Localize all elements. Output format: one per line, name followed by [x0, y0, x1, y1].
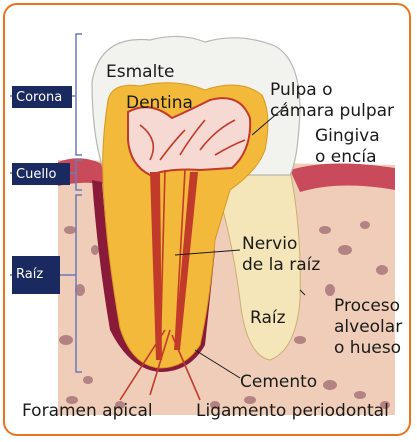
tag-corona: Corona: [12, 86, 72, 108]
label-ligamento: Ligamento periodontal: [196, 401, 389, 422]
label-nervio: Nervio de la raíz: [242, 234, 320, 276]
label-foramen: Foramen apical: [22, 401, 153, 422]
label-proceso: Proceso alveolar o hueso: [334, 296, 402, 359]
label-dentina: Dentina: [126, 93, 193, 114]
label-gingiva: Gingiva o encía: [315, 126, 380, 168]
tag-raiz: Raíz: [12, 256, 60, 294]
label-raiz-root: Raíz: [250, 308, 286, 329]
label-esmalte: Esmalte: [106, 62, 174, 83]
label-pulpa: Pulpa o cámara pulpar: [270, 80, 394, 122]
tag-cuello: Cuello: [12, 163, 70, 185]
label-cemento: Cemento: [240, 372, 317, 393]
